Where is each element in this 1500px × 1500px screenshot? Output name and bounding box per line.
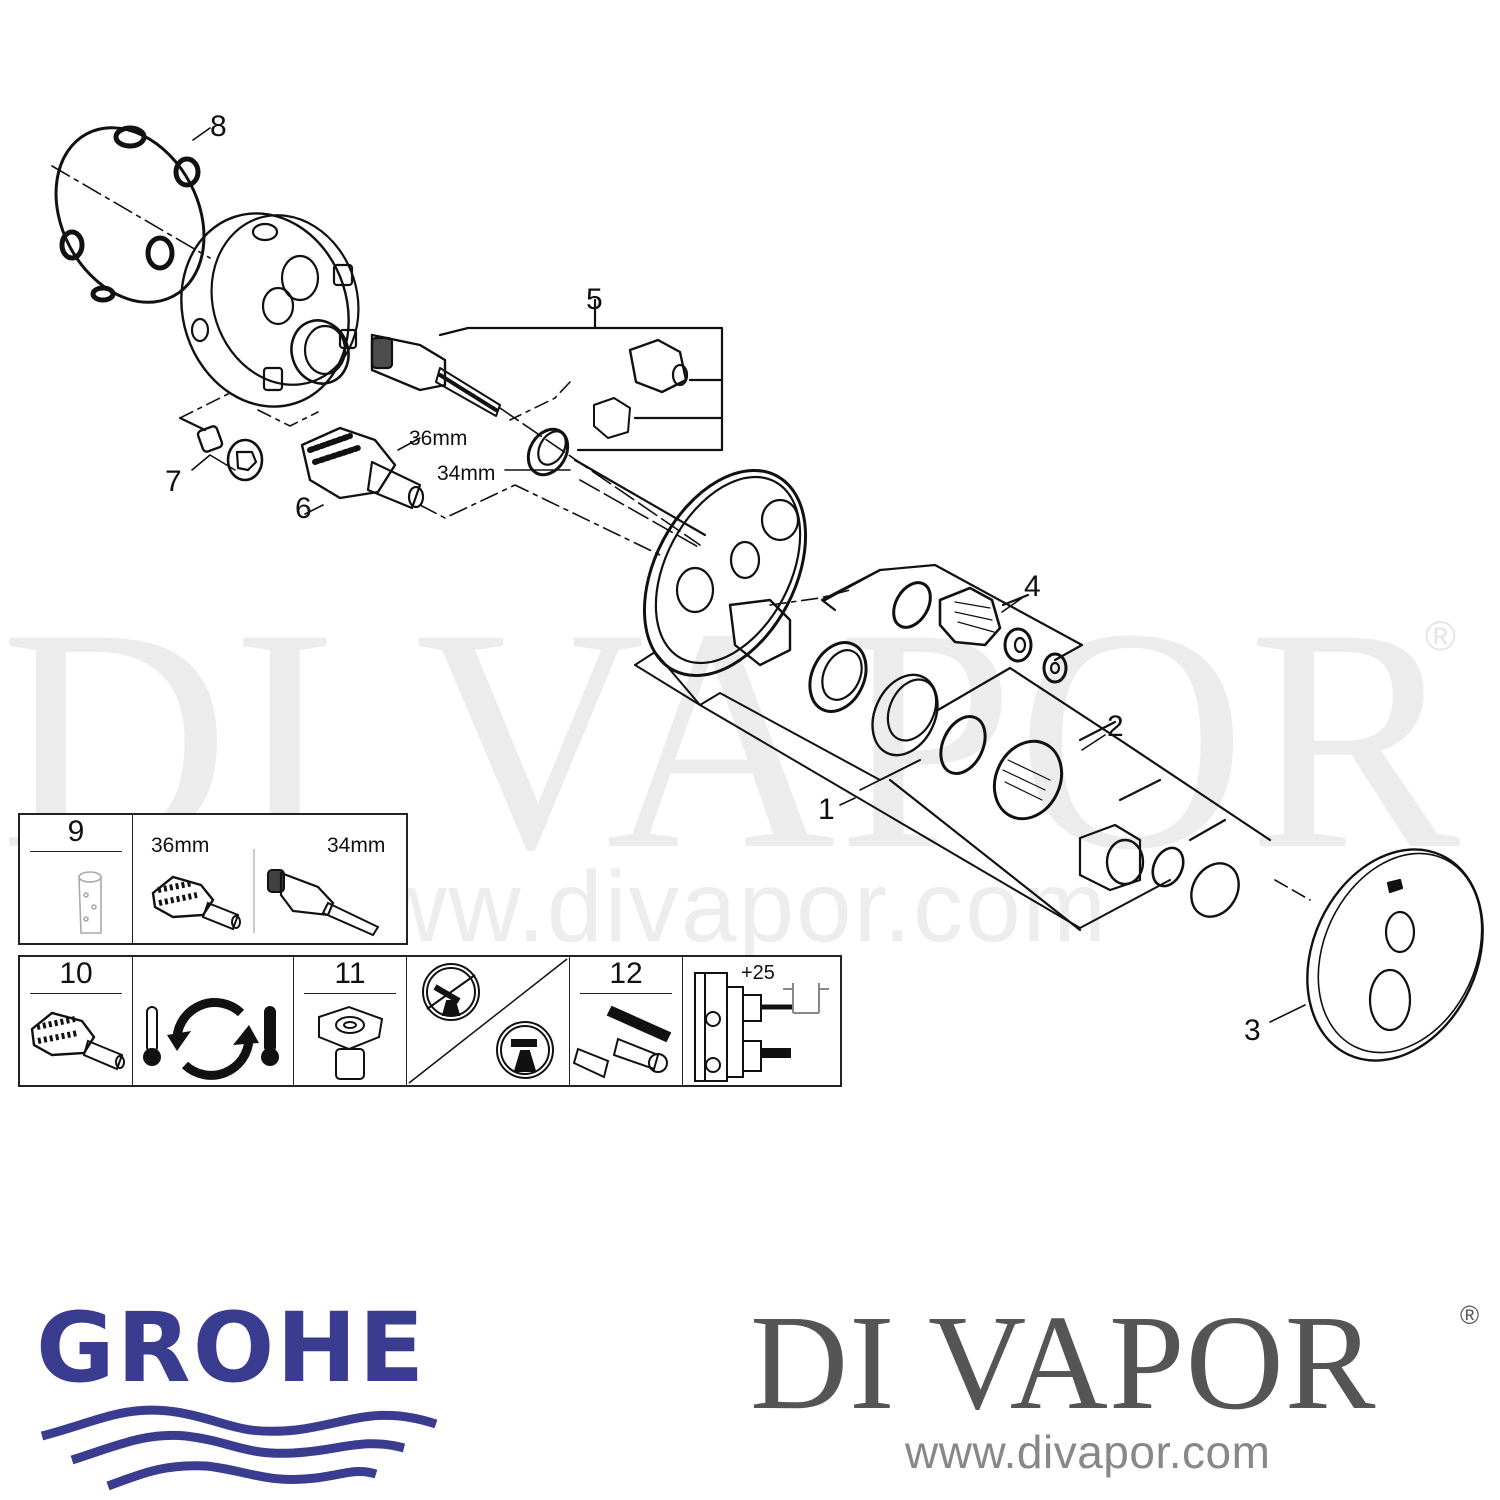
temperature-calibration-cycle-icon [143, 998, 279, 1080]
ring-34mm-icon [526, 427, 570, 477]
bracket-2 [888, 666, 1272, 932]
accessory-panel-top: 9 36mm 34mm [18, 813, 408, 945]
cartridge-36mm-icon [151, 875, 241, 931]
accessory-cell-10: 10 [20, 957, 133, 1085]
o-ring-2-icon [939, 715, 987, 775]
extension-depth-icon [694, 972, 829, 1082]
grohe-waves-icon [40, 1405, 438, 1491]
extension-set-icon [572, 1005, 672, 1079]
watermark-registered: ® [1425, 612, 1456, 659]
escutcheon-plate-icon [1306, 848, 1484, 1062]
thermometer-cold-icon [143, 1006, 161, 1066]
sleeve-icon [871, 673, 939, 757]
grip-ring-icon [808, 641, 868, 713]
callout-6: 6 [295, 492, 312, 525]
divapor-registered: ® [1460, 1300, 1480, 1330]
filter-4-icon [938, 586, 1002, 647]
handle-orientation-icon [408, 958, 568, 1084]
adapter-nut-icon [628, 338, 689, 394]
cartridge-34mm-icon [267, 869, 380, 937]
gasket-ring-icon [54, 125, 211, 304]
cap-icon [1190, 862, 1240, 918]
divapor-wordmark: DI VAPOR [750, 1288, 1377, 1438]
cycle-arrows-icon [172, 998, 254, 1080]
accessory-panel-bottom: 10 11 [18, 955, 842, 1087]
accessory-cell-calibration [133, 957, 294, 1085]
socket-wrench-tool-icon [78, 871, 102, 934]
check-valve-icon [196, 425, 264, 482]
accessory-cell-12: 12 [570, 957, 683, 1085]
accessory-number-12: 12 [609, 957, 643, 990]
cartridge-comparison-icon [151, 849, 380, 937]
accessory-cell-cartridges: 36mm 34mm [133, 815, 406, 943]
knurled-ring-icon [992, 739, 1064, 821]
callout-5: 5 [586, 283, 603, 316]
accessory-number-11: 11 [334, 957, 366, 990]
callout-8: 8 [210, 110, 227, 143]
valve-body-icon [180, 212, 360, 408]
extension-label: +25 [741, 962, 775, 984]
cartridge-5-icon [370, 333, 501, 417]
grohe-wordmark: GROHE [36, 1292, 427, 1404]
o-ring-4-icon [892, 581, 932, 629]
incorrect-orientation-icon [422, 963, 480, 1021]
accessory-cell-handle-orientation [407, 957, 570, 1085]
label-34mm: 34mm [327, 834, 386, 857]
seat-4-icon [1003, 627, 1033, 663]
accessory-cell-9: 9 [20, 815, 133, 943]
divapor-url[interactable]: www.divapor.com [905, 1426, 1271, 1478]
mounting-plate-icon [642, 468, 808, 678]
bracket-5 [438, 298, 724, 452]
disc-4-icon [1042, 652, 1068, 684]
cartridge-6-icon [300, 426, 425, 510]
splined-adapter-icon [593, 397, 631, 439]
callout-1: 1 [818, 793, 835, 826]
spindle-icon [1078, 823, 1145, 892]
callout-2: 2 [1107, 710, 1124, 743]
accessory-cell-11: 11 [294, 957, 407, 1085]
dimension-34mm: 34mm [437, 462, 496, 485]
accessory-number-9: 9 [67, 815, 85, 848]
thermostatic-cartridge-icon [30, 1011, 125, 1071]
label-36mm: 36mm [151, 834, 210, 857]
watermark-url: www.divapor.com [300, 851, 1109, 963]
accessory-number-10: 10 [59, 957, 93, 990]
thermometer-hot-icon [261, 1006, 279, 1066]
grohe-logo: GROHE [36, 1300, 446, 1492]
dimension-36mm: 36mm [409, 427, 468, 450]
correct-orientation-icon [496, 1021, 554, 1079]
accessory-cell-extension: +25 [683, 957, 840, 1085]
callout-3: 3 [1244, 1014, 1261, 1047]
callout-4: 4 [1024, 570, 1041, 603]
bracket-4 [820, 563, 1084, 662]
callout-7: 7 [165, 465, 182, 498]
circlip-icon [1151, 846, 1185, 888]
limit-stop-icon [318, 1005, 384, 1080]
